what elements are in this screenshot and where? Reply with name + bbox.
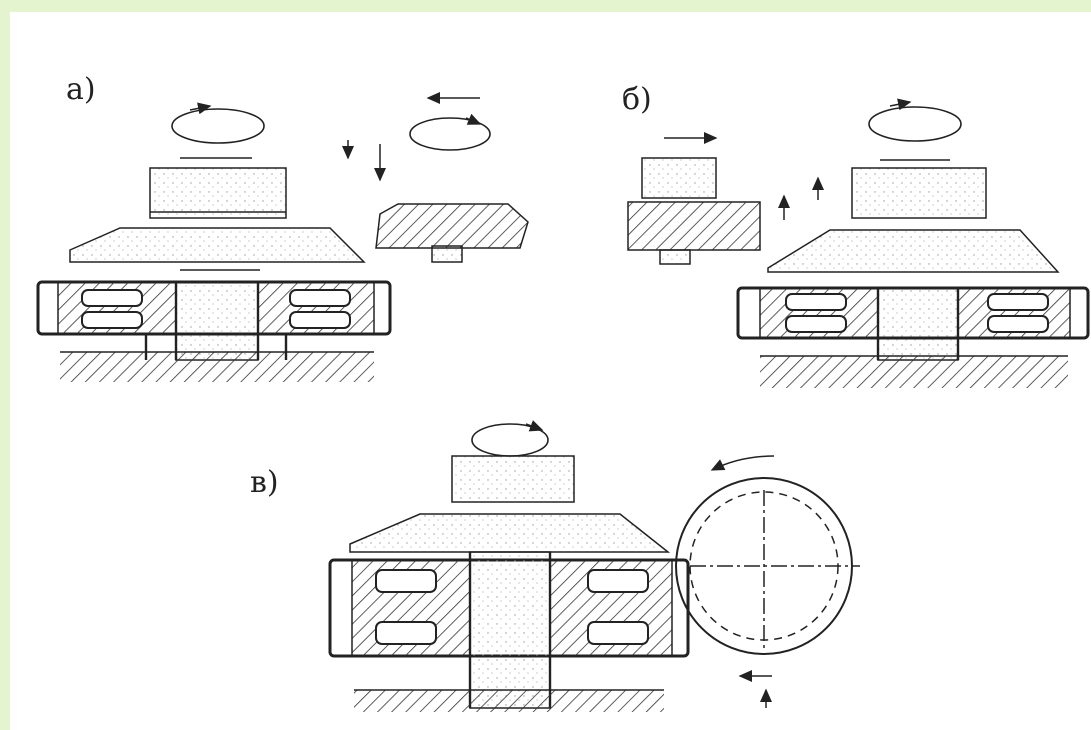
rotation-arrow-icon <box>409 117 491 151</box>
nut <box>149 167 287 219</box>
panel-b <box>627 98 1090 388</box>
fixture-base <box>60 352 374 382</box>
rotation-arrow-icon <box>171 108 265 144</box>
panel-c <box>328 420 860 712</box>
removed-plate <box>375 203 529 249</box>
panel-a <box>36 92 529 382</box>
rotation-arrow-icon <box>471 423 549 457</box>
label-b: б) <box>622 82 652 117</box>
fixture-base <box>354 690 664 712</box>
clamp-plate <box>69 227 366 263</box>
label-c: в) <box>250 465 279 500</box>
fixture-base <box>760 356 1068 388</box>
clamp-plate <box>767 229 1060 273</box>
nut <box>451 455 575 503</box>
clamp-plate <box>349 513 671 553</box>
rotation-arrow-icon <box>868 106 962 142</box>
rotation-arrow-icon <box>710 455 775 471</box>
removed-plate <box>627 201 761 251</box>
nut <box>851 167 987 219</box>
label-a: а) <box>66 72 96 107</box>
